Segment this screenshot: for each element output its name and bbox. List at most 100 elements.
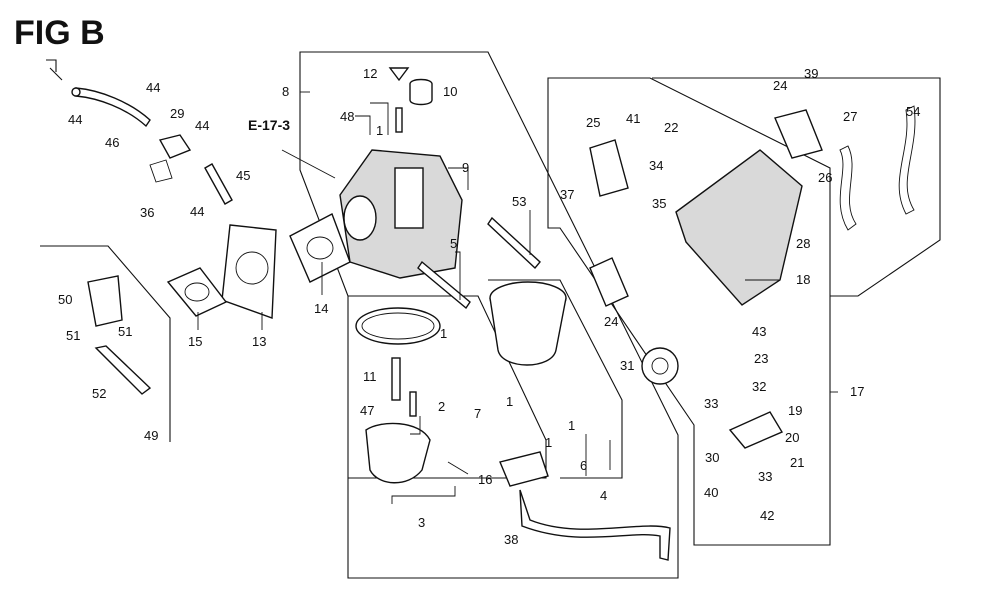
callout-3: 3 [418, 515, 425, 530]
o-ring-inner [361, 312, 435, 340]
callout-39: 39 [804, 66, 818, 81]
callout-14: 14 [314, 301, 328, 316]
callout-22: 22 [664, 120, 678, 135]
callout-33: 33 [758, 469, 772, 484]
clip-44 [71, 87, 81, 97]
callout-1: 1 [376, 123, 383, 138]
callout-38: 38 [504, 532, 518, 547]
screw-53 [487, 216, 541, 270]
callout-4: 4 [600, 488, 607, 503]
group-outline-bowl [348, 295, 547, 479]
callout-30: 30 [705, 450, 719, 465]
callout-54: 54 [906, 104, 920, 119]
callout-53: 53 [512, 194, 526, 209]
callout-9: 9 [462, 160, 469, 175]
gasket-14-hole [306, 236, 334, 260]
callout-24: 24 [604, 314, 618, 329]
bracket-18 [675, 149, 803, 306]
callout-7: 7 [474, 406, 481, 421]
callout-31: 31 [620, 358, 634, 373]
callout-21: 21 [790, 455, 804, 470]
fuel-valve-29 [158, 134, 192, 159]
callout-44: 44 [68, 112, 82, 127]
float-bowl [489, 297, 567, 366]
gasket-14 [289, 213, 351, 283]
hose-52 [94, 345, 152, 395]
fuel-hose-46 [75, 87, 151, 128]
callout-1: 1 [568, 418, 575, 433]
callout-11: 11 [363, 369, 377, 384]
callout-18: 18 [796, 272, 810, 287]
pulley-hub [651, 357, 669, 375]
arrow-head [46, 59, 57, 72]
spring-26 [839, 145, 857, 231]
callout-1: 1 [440, 326, 447, 341]
callout-10: 10 [443, 84, 457, 99]
callout-12: 12 [363, 66, 377, 81]
lever-19 [728, 411, 784, 449]
callout-27: 27 [843, 109, 857, 124]
float-pin [447, 461, 469, 475]
callout-40: 40 [704, 485, 718, 500]
cap-10 [409, 78, 433, 106]
fuel-filter-50 [87, 275, 123, 327]
group-outline-springs [652, 77, 941, 297]
callout-35: 35 [652, 196, 666, 211]
valve-lever-36 [149, 159, 173, 183]
callout-5: 5 [450, 236, 457, 251]
callout-1: 1 [506, 394, 513, 409]
callout-28: 28 [796, 236, 810, 251]
callout-51: 51 [118, 324, 132, 339]
leader-lines [197, 91, 838, 504]
needle-48 [395, 107, 403, 133]
hose-45 [204, 163, 233, 205]
pulley-31 [641, 347, 679, 385]
callout-29: 29 [170, 106, 184, 121]
callout-23: 23 [754, 351, 768, 366]
group-outline-filter [40, 245, 171, 442]
callout-1: 1 [545, 435, 552, 450]
callout-25: 25 [586, 115, 600, 130]
gasket-15 [166, 267, 228, 317]
jet-11 [391, 357, 401, 401]
insulator-hole [235, 251, 269, 285]
group-outline-governor [547, 77, 831, 546]
reference-label: E-17-3 [248, 117, 290, 133]
callout-15: 15 [188, 334, 202, 349]
callout-43: 43 [752, 324, 766, 339]
callout-46: 46 [105, 135, 119, 150]
callout-19: 19 [788, 403, 802, 418]
callout-2: 2 [438, 399, 445, 414]
callout-labels: 44 46 44 29 36 44 45 44 12 10 48 1 8 9 1… [58, 66, 920, 547]
callout-44: 44 [190, 204, 204, 219]
carburetor-top [394, 167, 424, 229]
jet-2 [409, 391, 417, 417]
callout-8: 8 [282, 84, 289, 99]
callout-42: 42 [760, 508, 774, 523]
figure-title: FIG B [14, 14, 105, 52]
gasket-24-top [774, 109, 823, 159]
drain-16 [499, 451, 549, 487]
callout-37: 37 [560, 187, 574, 202]
drain-tube-4 [519, 489, 671, 561]
group-outline-bowl-inner [488, 279, 623, 479]
callout-36: 36 [140, 205, 154, 220]
spring-54 [898, 105, 916, 215]
callout-52: 52 [92, 386, 106, 401]
callout-50: 50 [58, 292, 72, 307]
callout-51: 51 [66, 328, 80, 343]
callout-48: 48 [340, 109, 354, 124]
choke-25 [589, 139, 629, 197]
callout-49: 49 [144, 428, 158, 443]
callout-13: 13 [252, 334, 266, 349]
gasket-hole [184, 282, 210, 302]
screw-5 [417, 260, 471, 310]
float-3 [365, 422, 431, 484]
callout-20: 20 [785, 430, 799, 445]
insulator-13 [221, 224, 277, 319]
callout-34: 34 [649, 158, 663, 173]
callout-47: 47 [360, 403, 374, 418]
callout-41: 41 [626, 111, 640, 126]
callout-26: 26 [818, 170, 832, 185]
